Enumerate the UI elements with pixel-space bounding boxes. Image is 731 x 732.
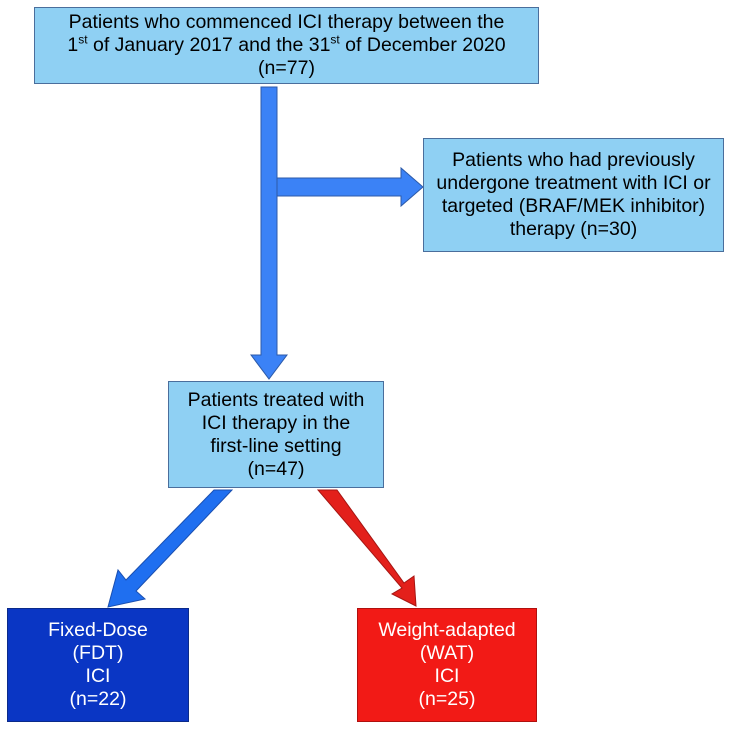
first-line-line-2: ICI therapy in the (201, 411, 351, 434)
arrow-to-excluded (276, 166, 424, 208)
start-box: Patients who commenced ICI therapy betwe… (34, 7, 539, 84)
start-line-2: 1st of January 2017 and the 31st of Dece… (67, 34, 505, 57)
wat-line-1: Weight-adapted (378, 619, 516, 641)
start-line-2-part-b: of January 2017 and the 31 (87, 34, 331, 56)
arrow-to-fdt (107, 489, 234, 608)
excluded-line-2: undergone treatment with ICI or (436, 172, 711, 194)
excluded-box: Patients who had previously undergone tr… (423, 138, 724, 252)
first-line-line-3: first-line setting (210, 434, 342, 457)
start-line-2-part-a: 1 (67, 34, 79, 56)
wat-box: Weight-adapted (WAT) ICI (n=25) (357, 608, 537, 722)
start-line-2-sup-b: st (330, 32, 340, 47)
first-line-count: (n=47) (247, 457, 305, 480)
wat-line-3: ICI (434, 665, 460, 687)
wat-line-2: (WAT) (419, 642, 475, 664)
start-line-2-part-c: of December 2020 (339, 34, 506, 56)
first-line-box: Patients treated with ICI therapy in the… (168, 381, 384, 488)
wat-count: (n=25) (418, 688, 476, 710)
excluded-count: therapy (n=30) (509, 218, 638, 240)
fdt-box: Fixed-Dose (FDT) ICI (n=22) (7, 608, 189, 722)
fdt-line-3: ICI (85, 665, 111, 687)
arrow-start-to-first-line (250, 86, 288, 380)
excluded-line-1: Patients who had previously (452, 149, 695, 171)
start-line-1: Patients who commenced ICI therapy betwe… (68, 11, 505, 33)
start-line-2-sup-a: st (78, 32, 88, 47)
first-line-line-1: Patients treated with (187, 388, 365, 411)
fdt-line-2: (FDT) (72, 642, 124, 664)
start-count: (n=77) (258, 57, 315, 79)
arrow-to-wat (316, 489, 417, 607)
excluded-line-3: targeted (BRAF/MEK inhibitor) (441, 195, 706, 217)
fdt-count: (n=22) (69, 688, 127, 710)
fdt-line-1: Fixed-Dose (48, 619, 148, 641)
